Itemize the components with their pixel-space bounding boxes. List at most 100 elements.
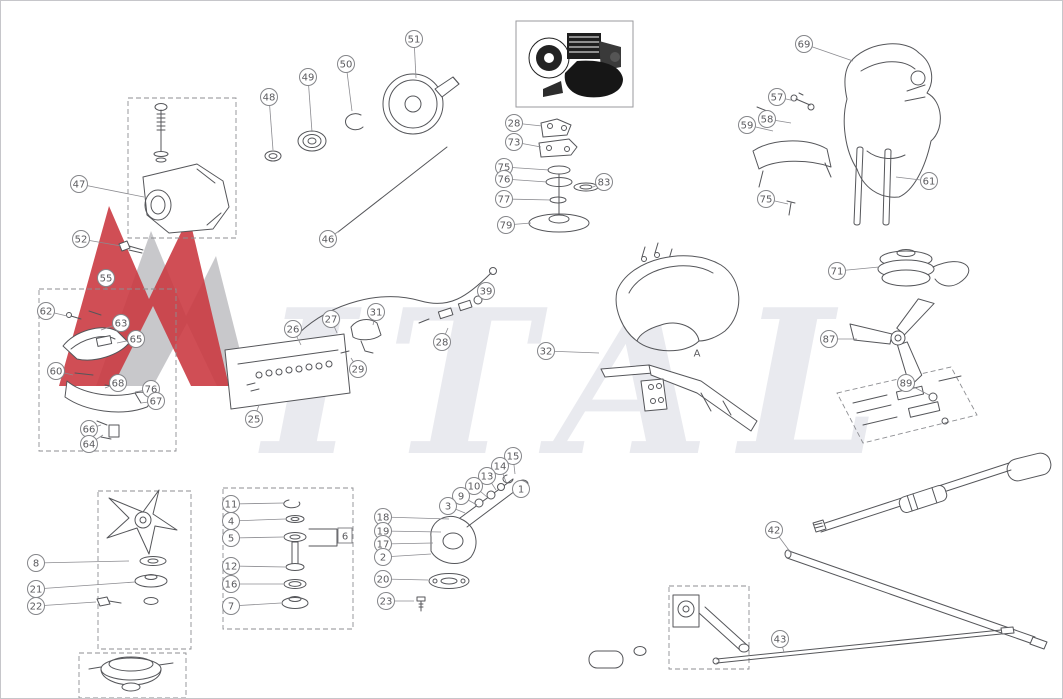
svg-text:59: 59 bbox=[741, 121, 754, 132]
svg-text:66: 66 bbox=[83, 425, 96, 436]
part-callout-58: 58 bbox=[758, 110, 792, 128]
svg-text:29: 29 bbox=[352, 365, 365, 376]
svg-text:67: 67 bbox=[150, 397, 163, 408]
part-callout-66: 66 bbox=[80, 420, 102, 438]
svg-text:49: 49 bbox=[302, 73, 315, 84]
svg-text:4: 4 bbox=[228, 517, 234, 528]
upper-gearcase-assembly bbox=[118, 73, 460, 254]
part-callout-67: 67 bbox=[140, 392, 165, 410]
part-callout-17: 17 bbox=[374, 535, 434, 553]
part-callout-47: 47 bbox=[70, 175, 145, 198]
svg-text:19: 19 bbox=[377, 527, 390, 538]
part-callout-76: 76 bbox=[495, 170, 548, 188]
part-callout-1: 1 bbox=[512, 480, 530, 498]
svg-text:58: 58 bbox=[761, 115, 774, 126]
part-callout-87: 87 bbox=[820, 330, 857, 348]
part-callout-75: 75 bbox=[757, 190, 789, 208]
svg-text:51: 51 bbox=[408, 35, 421, 46]
svg-text:62: 62 bbox=[40, 307, 53, 318]
part-callout-48: 48 bbox=[260, 88, 278, 151]
svg-text:16: 16 bbox=[225, 580, 238, 591]
part-callout-12: 12 bbox=[222, 557, 286, 575]
drive-tube-parts bbox=[224, 333, 351, 410]
svg-text:47: 47 bbox=[73, 180, 86, 191]
svg-text:A: A bbox=[694, 349, 701, 360]
part-callout-10: 10 bbox=[465, 477, 488, 498]
part-callout-63: 63 bbox=[100, 314, 130, 332]
svg-text:71: 71 bbox=[831, 267, 844, 278]
part-callout-77: 77 bbox=[495, 190, 552, 208]
boom-tube bbox=[784, 549, 1048, 650]
svg-text:28: 28 bbox=[508, 119, 521, 130]
svg-text:52: 52 bbox=[75, 235, 88, 246]
box-upper-gearcase bbox=[127, 97, 237, 239]
svg-text:60: 60 bbox=[50, 367, 63, 378]
svg-text:63: 63 bbox=[115, 319, 128, 330]
part-callout-11: 11 bbox=[222, 495, 285, 513]
svg-text:89: 89 bbox=[900, 379, 913, 390]
svg-text:57: 57 bbox=[771, 93, 784, 104]
svg-text:6: 6 bbox=[342, 532, 348, 543]
part-callout-50: 50 bbox=[337, 55, 355, 112]
part-callout-28: 28 bbox=[433, 327, 451, 351]
part-callout-14: 14 bbox=[491, 457, 509, 483]
part-callout-61: 61 bbox=[895, 172, 938, 190]
part-callout-73: 73 bbox=[505, 133, 542, 151]
box-bump-head bbox=[78, 652, 187, 698]
svg-text:83: 83 bbox=[598, 178, 611, 189]
part-callout-26: 26 bbox=[284, 320, 302, 346]
svg-text:26: 26 bbox=[287, 325, 300, 336]
svg-text:20: 20 bbox=[377, 575, 390, 586]
svg-text:13: 13 bbox=[481, 472, 494, 483]
svg-text:43: 43 bbox=[774, 635, 787, 646]
part-callout-62: 62 bbox=[37, 302, 68, 320]
svg-text:11: 11 bbox=[225, 500, 238, 511]
part-callout-25: 25 bbox=[245, 404, 263, 428]
part-callout-39: 39 bbox=[477, 282, 495, 300]
svg-text:2: 2 bbox=[380, 553, 386, 564]
part-callout-49: 49 bbox=[299, 68, 317, 133]
svg-text:25: 25 bbox=[248, 415, 261, 426]
svg-text:23: 23 bbox=[380, 597, 393, 608]
svg-text:73: 73 bbox=[508, 138, 521, 149]
part-callout-27: 27 bbox=[322, 310, 340, 334]
part-callout-89: 89 bbox=[897, 374, 930, 396]
part-callout-71: 71 bbox=[828, 262, 880, 280]
part-callout-83: 83 bbox=[592, 173, 613, 191]
svg-text:64: 64 bbox=[83, 440, 96, 451]
tri-blade bbox=[849, 298, 935, 388]
engine-illustration bbox=[528, 33, 623, 98]
annotation-6: 6 bbox=[337, 527, 353, 544]
accessory-kit bbox=[852, 375, 962, 426]
part-callout-51: 51 bbox=[405, 30, 423, 79]
bump-head bbox=[88, 656, 174, 692]
part-callout-29: 29 bbox=[349, 357, 367, 378]
part-callout-65: 65 bbox=[116, 330, 145, 348]
part-callout-3: 3 bbox=[439, 497, 466, 515]
part-callout-9: 9 bbox=[452, 487, 478, 506]
box-handle-assembly bbox=[38, 288, 177, 452]
svg-text:61: 61 bbox=[923, 177, 936, 188]
clutch-mount-parts bbox=[528, 118, 599, 233]
svg-text:69: 69 bbox=[798, 40, 811, 51]
svg-text:18: 18 bbox=[377, 513, 390, 524]
part-callout-7: 7 bbox=[222, 597, 282, 615]
part-callout-15: 15 bbox=[504, 447, 522, 475]
box-blade-kit bbox=[97, 490, 192, 650]
svg-text:39: 39 bbox=[480, 287, 493, 298]
part-callout-21: 21 bbox=[27, 580, 136, 598]
part-callout-46: 46 bbox=[319, 230, 340, 248]
engine-cover-assembly bbox=[752, 43, 941, 226]
svg-text:65: 65 bbox=[130, 335, 143, 346]
svg-text:76: 76 bbox=[498, 175, 511, 186]
part-callout-69: 69 bbox=[795, 35, 854, 62]
svg-text:50: 50 bbox=[340, 60, 353, 71]
svg-text:75: 75 bbox=[498, 163, 511, 174]
engine-photo-frame bbox=[515, 20, 634, 108]
gearhead-small-parts bbox=[281, 499, 338, 609]
box-coupler bbox=[668, 585, 750, 670]
svg-text:10: 10 bbox=[468, 482, 481, 493]
guard-assembly bbox=[600, 242, 758, 432]
